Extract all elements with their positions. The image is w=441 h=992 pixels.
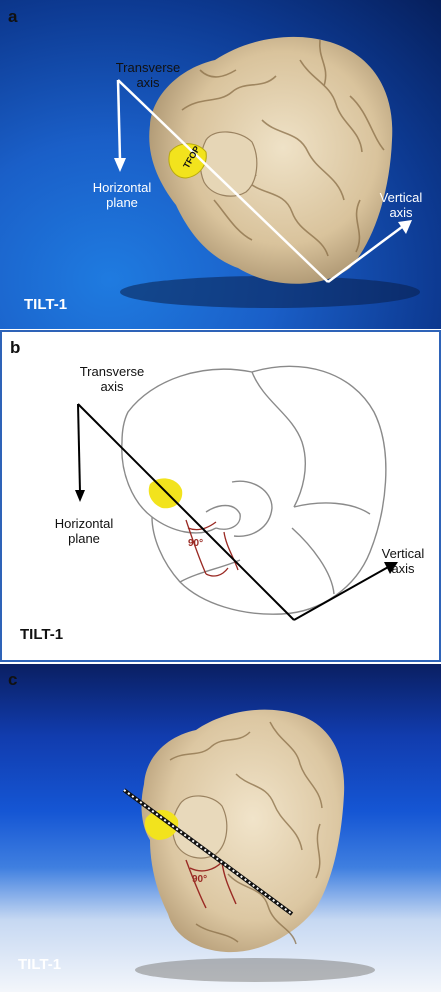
- horizontal-plane-label-b: Horizontal plane: [54, 516, 114, 546]
- panel-letter-c: c: [8, 670, 18, 689]
- brain-folds-c: [169, 721, 323, 945]
- transverse-axis-label-b: Transverse axis: [79, 364, 145, 394]
- yellow-structure-c: [144, 809, 179, 840]
- tilt-label-c: TILT-1: [18, 956, 62, 973]
- vertical-arrowhead-b: [384, 562, 398, 574]
- tilt-label-a: TILT-1: [24, 296, 68, 313]
- panel-c-photo: c 90° TILT-1: [0, 664, 441, 992]
- vertical-axis-label-b: Vertical axis: [381, 546, 425, 576]
- horizontal-plane-label-a: Horizontal plane: [92, 180, 152, 210]
- panel-letter-b: b: [10, 338, 21, 357]
- angle-marker-c: [185, 859, 237, 909]
- vertical-arrowhead-a: [398, 220, 412, 234]
- panel-b-drawing: b Transverse axis Horizontal plane Verti…: [0, 330, 441, 662]
- brain-photo-c: [122, 709, 375, 982]
- brainstem-c: [171, 795, 228, 859]
- panel-a-photo: a Transverse axis Horizontal plane Verti…: [0, 0, 441, 329]
- transverse-line-c: [122, 788, 294, 916]
- brain-shape-c: [141, 709, 345, 953]
- horizontal-arrowhead-a: [114, 158, 126, 172]
- vertical-axis-label-a: Vertical axis: [379, 190, 423, 220]
- axis-lines-a: [116, 79, 407, 284]
- axis-lines-b: [77, 403, 391, 621]
- brain-shape: [149, 36, 393, 284]
- angle-label-c: 90°: [192, 874, 208, 885]
- brain-photo-a: [114, 36, 420, 308]
- angle-label-b: 90°: [188, 538, 204, 549]
- yellow-structure: [168, 143, 207, 179]
- horizontal-arrowhead-b: [75, 490, 85, 502]
- tilt-label-b: TILT-1: [20, 626, 64, 643]
- transverse-axis-label-a: Transverse axis: [115, 60, 181, 90]
- brain-drawing-b: [75, 365, 398, 621]
- panel-letter-a: a: [8, 7, 18, 26]
